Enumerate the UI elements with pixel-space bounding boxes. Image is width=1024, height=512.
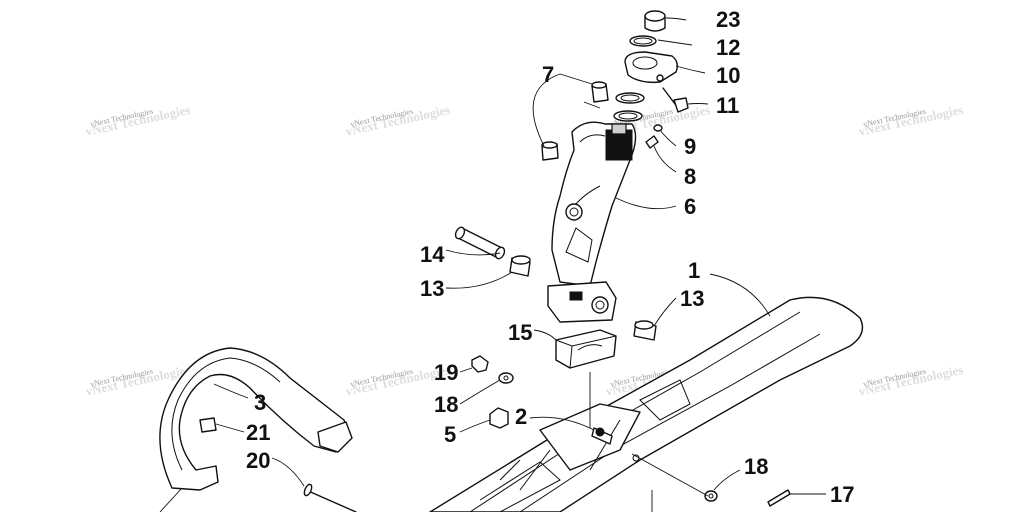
bushing-part-13a [509, 255, 531, 277]
callout-8: 8 [684, 164, 696, 189]
ski-handle-part-3 [159, 347, 353, 491]
callout-18b: 18 [744, 454, 768, 479]
callout-14: 14 [420, 242, 445, 267]
callout-7: 7 [542, 62, 554, 87]
spindle-block [547, 281, 617, 323]
spindle-arm-part-6 [551, 121, 637, 287]
ring-washer [613, 92, 645, 122]
ski-part-1 [429, 296, 864, 512]
callout-15: 15 [508, 320, 532, 345]
callout-13b: 13 [680, 286, 704, 311]
callouts: 23 12 10 11 7 9 8 6 14 13 1 13 15 19 18 … [246, 7, 854, 507]
small-part-9 [653, 124, 663, 132]
callout-13a: 13 [420, 276, 444, 301]
nut-part-5 [489, 407, 509, 429]
callout-5: 5 [444, 422, 456, 447]
o-ring-part-12 [629, 35, 657, 47]
clamp-collar-part-10 [624, 51, 679, 84]
cap-part-23 [644, 10, 666, 32]
bushing-part-14 [454, 226, 506, 260]
bolt-part-20 [303, 483, 357, 512]
set-screw-part-8 [645, 135, 659, 149]
damper-block-part-15 [555, 329, 617, 369]
callout-3: 3 [254, 390, 266, 415]
callout-20: 20 [246, 448, 270, 473]
callout-17: 17 [830, 482, 854, 507]
washer-part-18b [704, 490, 718, 502]
bolt-part-2 [591, 427, 613, 445]
bushing-part-7 [541, 81, 609, 161]
callout-1: 1 [688, 258, 700, 283]
callout-2: 2 [515, 404, 527, 429]
callout-11: 11 [716, 93, 739, 118]
plug-part-21 [199, 417, 217, 433]
washer-part-18a [498, 372, 514, 384]
pin-part-17 [767, 489, 791, 507]
callout-6: 6 [684, 194, 696, 219]
callout-12: 12 [716, 35, 740, 60]
callout-21: 21 [246, 420, 270, 445]
leader-lines [159, 17, 826, 512]
callout-9: 9 [684, 134, 696, 159]
nut-part-19 [471, 355, 489, 373]
callout-19: 19 [434, 360, 458, 385]
bolt-part-11 [662, 87, 689, 113]
bushing-part-13b [633, 320, 657, 341]
callout-10: 10 [716, 63, 740, 88]
callout-18a: 18 [434, 392, 458, 417]
callout-23: 23 [716, 7, 740, 32]
